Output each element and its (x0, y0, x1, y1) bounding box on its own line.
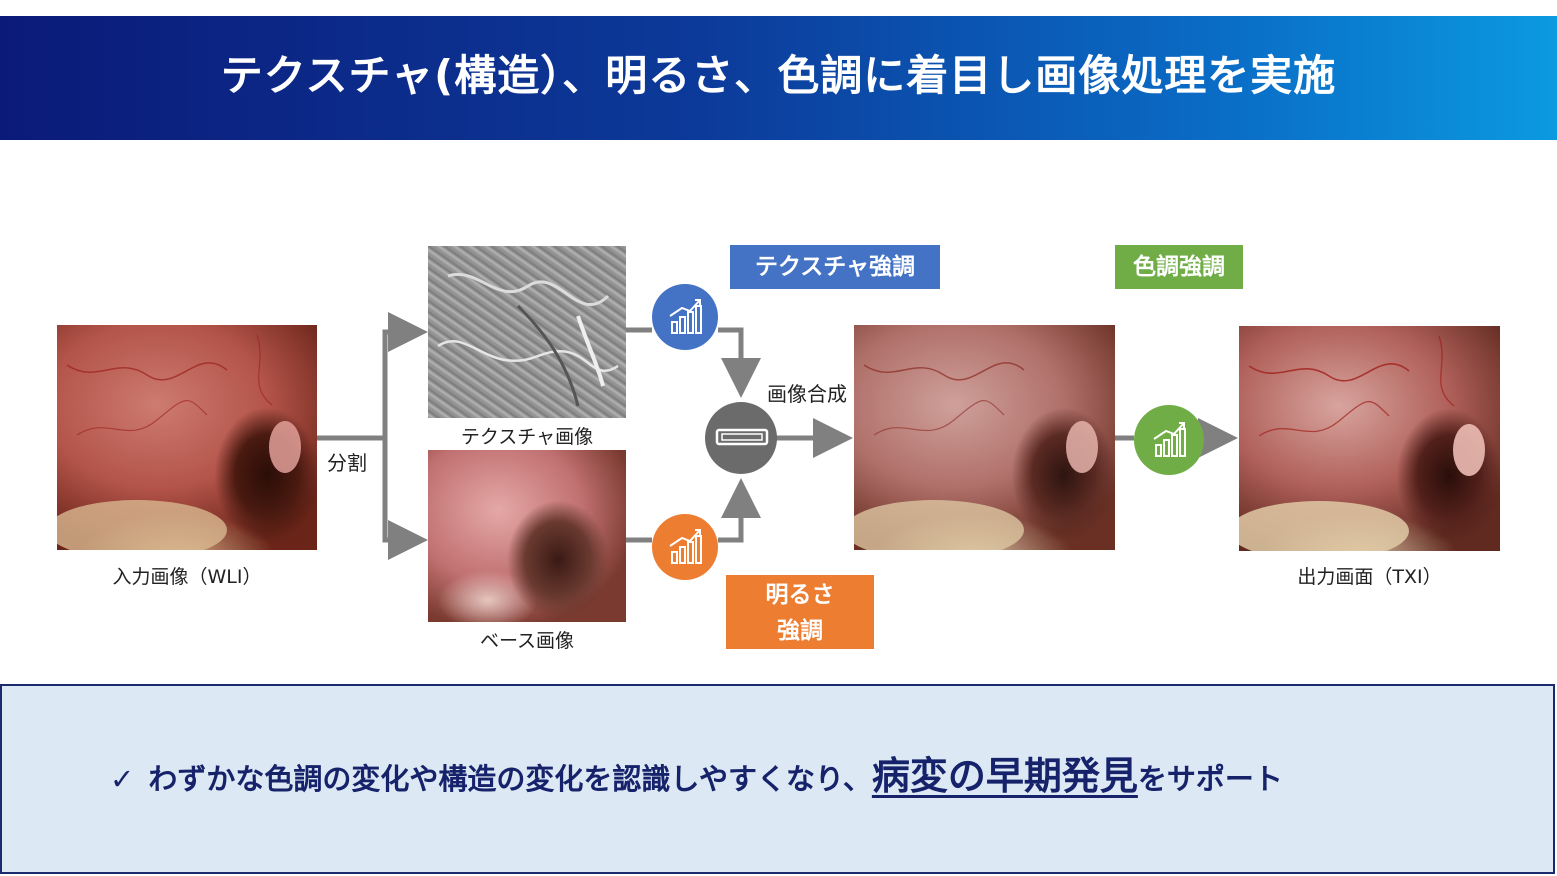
brightness-enhance-tag: 明るさ強調 (726, 575, 874, 649)
check-icon: ✓ (110, 762, 135, 796)
texture-enhance-tag: テクスチャ強調 (730, 245, 940, 289)
chart-up-icon (1153, 422, 1186, 457)
color-enhance-node (1134, 405, 1204, 475)
composite-label: 画像合成 (767, 382, 847, 406)
summary-emphasis: 病変の早期発見 (871, 754, 1138, 798)
texture-image-caption: テクスチャ画像 (460, 426, 594, 448)
chart-up-icon (669, 529, 702, 564)
texture-enhance-node (652, 284, 718, 350)
enhance-to-composite-bottom (718, 478, 761, 543)
composite-node (705, 402, 777, 474)
color-enhance-tag: 色調強調 (1115, 245, 1243, 289)
input-image (57, 325, 317, 550)
arrow-to-texture (382, 312, 428, 540)
page-title: テクスチャ(構造）、明るさ、色調に着目し画像処理を実施 (220, 51, 1337, 100)
composite-result-image (854, 325, 1115, 550)
texture-image (428, 246, 626, 418)
title-banner: テクスチャ(構造）、明るさ、色調に着目し画像処理を実施 (0, 16, 1557, 140)
chart-up-icon (669, 299, 702, 334)
summary-box (0, 684, 1555, 874)
enhance-to-composite-top (718, 327, 761, 398)
brightness-enhance-node (652, 514, 718, 580)
output-image (1239, 326, 1500, 551)
base-image (428, 450, 626, 622)
summary-text-before: わずかな色調の変化や構造の変化を認識しやすくなり、 (148, 762, 872, 796)
input-image-caption: 入力画像（WLI） (112, 566, 262, 588)
summary-text: ✓ わずかな色調の変化や構造の変化を認識しやすくなり、病変の早期発見をサポート (110, 745, 1283, 800)
output-image-caption: 出力画面（TXI） (1297, 566, 1442, 588)
composite-icon (715, 428, 769, 446)
split-label: 分割 (327, 451, 367, 475)
arrow-to-base (382, 438, 428, 560)
base-image-caption: ベース画像 (479, 630, 575, 652)
summary-text-after: をサポート (1137, 762, 1283, 796)
